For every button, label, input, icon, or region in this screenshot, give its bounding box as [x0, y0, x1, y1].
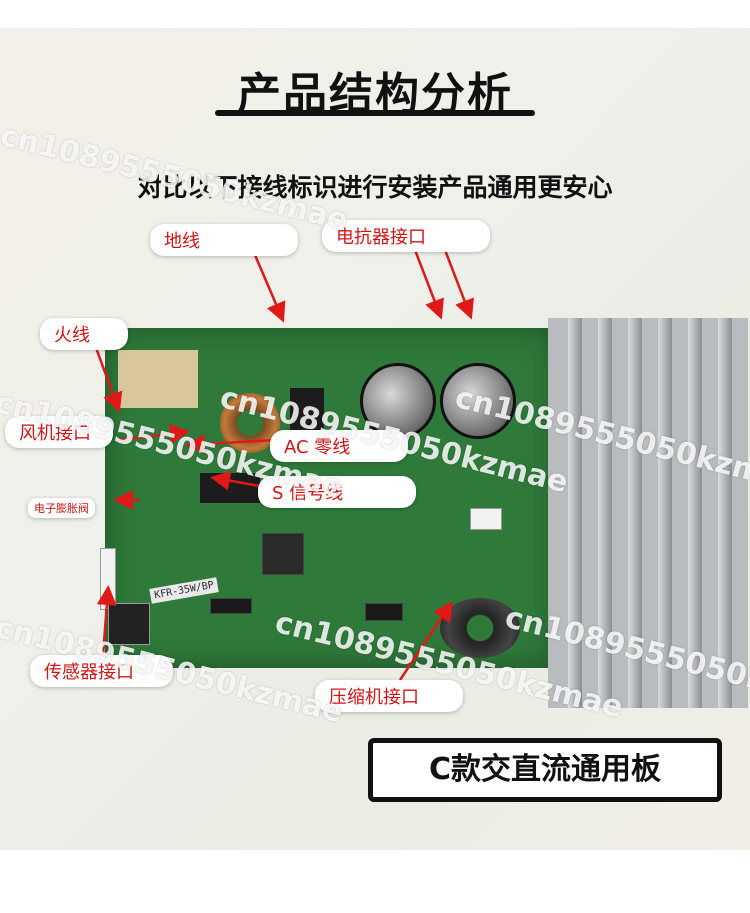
subtitle: 对比以下接线标识进行安装产品通用更安心 [137, 173, 613, 202]
relay-1 [290, 388, 324, 438]
label-ac: AC 零线 [270, 430, 408, 462]
ic-chip-2 [365, 603, 403, 621]
ic-chip-3 [262, 533, 304, 575]
label-signal: S 信号线 [258, 476, 416, 508]
capacitor-right [440, 363, 516, 439]
label-sensor: 传感器接口 [30, 655, 173, 687]
ic-chip-1 [210, 598, 252, 614]
label-live: 火线 [40, 318, 128, 350]
transformer-block [118, 350, 198, 408]
toroid-filter [440, 598, 520, 658]
label-fan: 风机接口 [5, 416, 113, 448]
label-ground: 地线 [150, 224, 298, 256]
connector-sensor [108, 603, 150, 645]
heatsink [548, 318, 748, 708]
capacitor-left [360, 363, 436, 439]
footer-badge: C款交直流通用板 [368, 738, 722, 802]
label-eev: 电子膨胀阀 [28, 498, 95, 518]
label-compressor: 压缩机接口 [315, 680, 463, 712]
title-underline [215, 110, 535, 116]
label-reactor: 电抗器接口 [322, 220, 490, 252]
connector-top [470, 508, 502, 530]
